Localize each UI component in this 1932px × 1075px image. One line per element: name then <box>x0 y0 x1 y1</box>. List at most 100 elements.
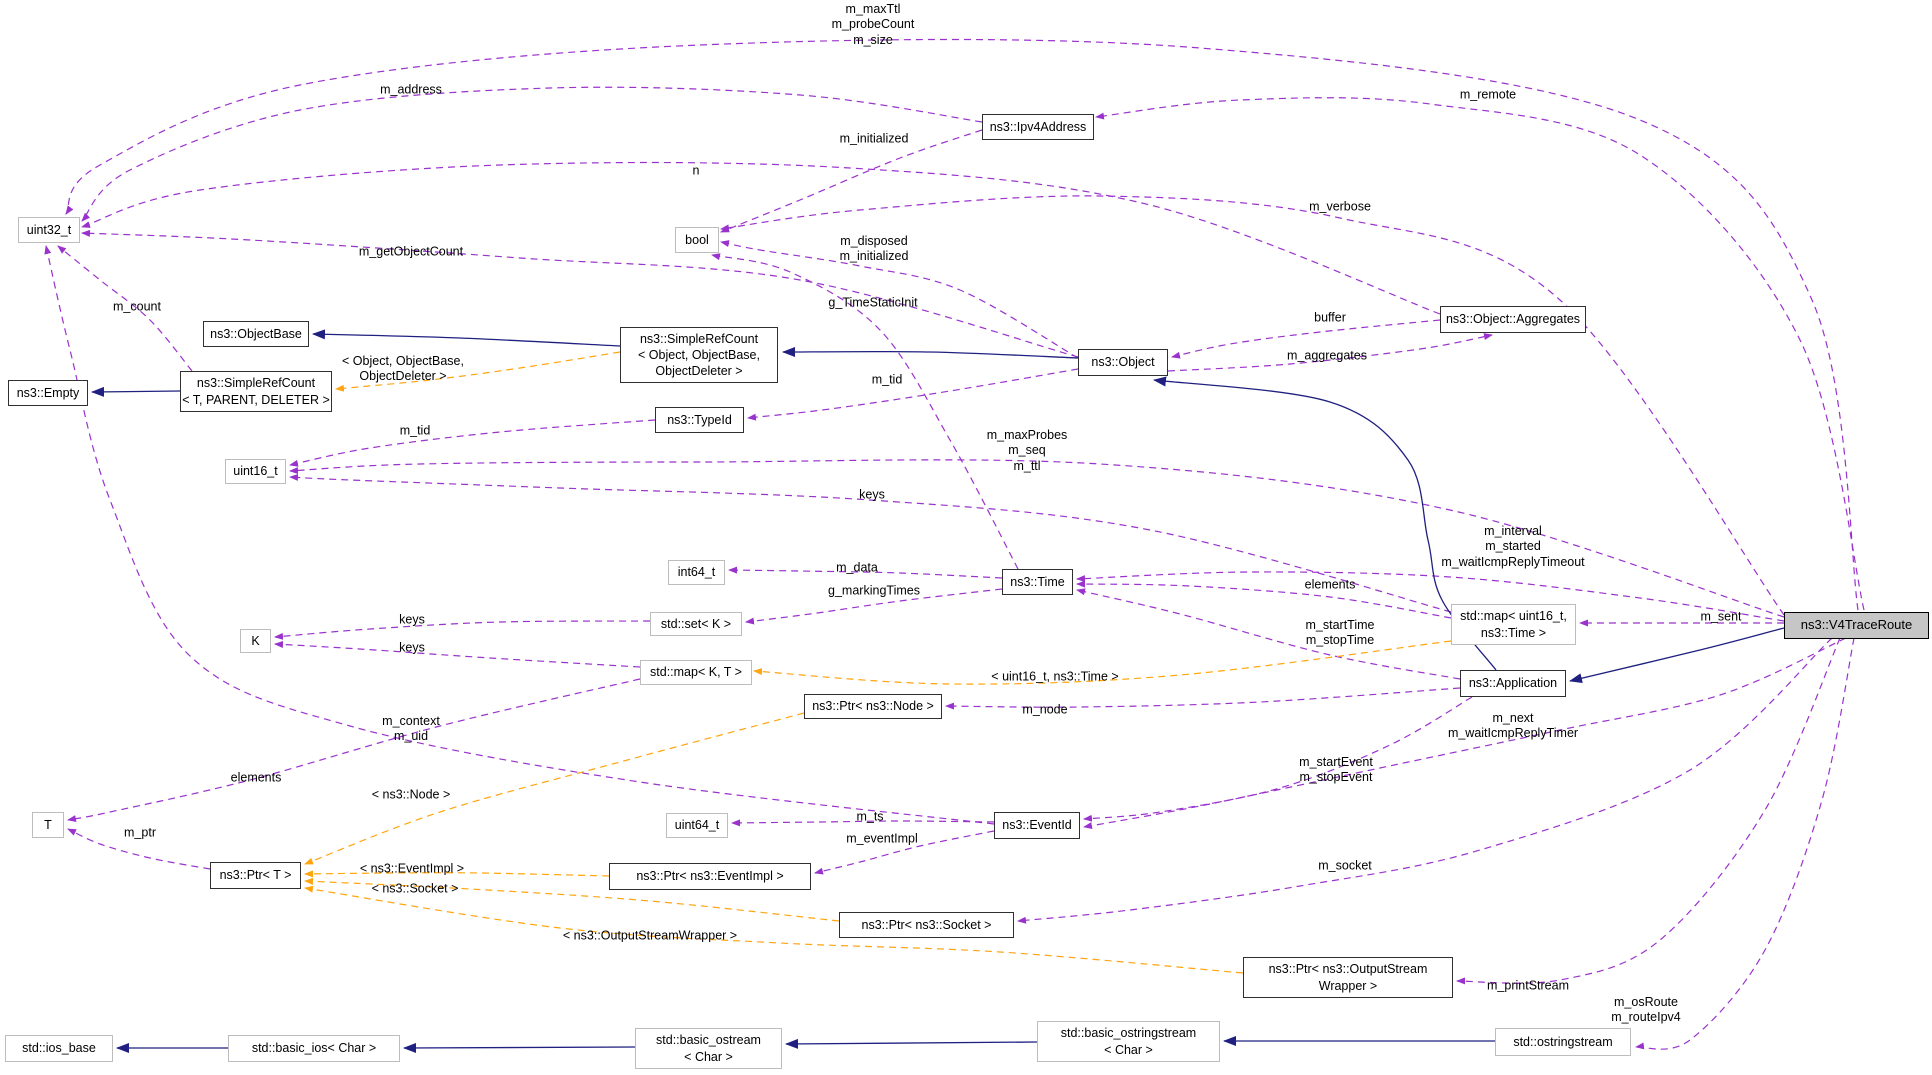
class-node-int64_t: int64_t <box>668 560 725 585</box>
class-node-object[interactable]: ns3::Object <box>1078 349 1168 376</box>
edge-label-m_socket: m_socket <box>1318 858 1372 873</box>
class-node-sro[interactable]: ns3::SimpleRefCount < Object, ObjectBase… <box>620 327 778 383</box>
edge-label-m_printStream: m_printStream <box>1487 978 1569 993</box>
edge-label-template-node-arg: < ns3::Node > <box>371 787 451 802</box>
class-node-ptrosw[interactable]: ns3::Ptr< ns3::OutputStream Wrapper > <box>1243 957 1453 998</box>
class-node-ptrt[interactable]: ns3::Ptr< T > <box>210 862 301 889</box>
edge-label-m_context-group: m_context m_uid <box>382 713 440 743</box>
edge-label-m_maxTtl-group: m_maxTtl m_probeCount m_size <box>831 2 915 47</box>
edge-label-elements-t: elements <box>230 770 282 785</box>
edge-usage-application-to-eventid <box>1083 696 1473 822</box>
edge-usage-v4traceroute-to-ptrsocket <box>1017 637 1833 924</box>
edge-label-m_initialized: m_initialized <box>839 131 909 146</box>
edge-template-ptrosw-to-ptrt <box>304 885 1244 974</box>
edge-label-m_interval-group: m_interval m_started m_waitIcmpReplyTime… <box>1441 524 1585 569</box>
class-node-uint16_t: uint16_t <box>225 459 286 484</box>
edge-label-m_disposed-group: m_disposed m_initialized <box>839 233 909 263</box>
class-node-setk: std::set< K > <box>650 612 742 636</box>
edge-label-m_tid-object: m_tid <box>871 372 903 387</box>
edge-usage-setk-to-k <box>274 620 651 640</box>
edge-inherit-object-to-sro <box>782 346 1079 359</box>
class-node-application[interactable]: ns3::Application <box>1460 670 1566 697</box>
edge-label-keys-map16: keys <box>859 487 885 502</box>
edge-label-template-osw-arg: < ns3::OutputStreamWrapper > <box>562 928 738 943</box>
edge-template-ptrnode-to-ptrt <box>304 712 805 865</box>
class-node-ptrsocket[interactable]: ns3::Ptr< ns3::Socket > <box>839 912 1014 938</box>
class-node-ptreventimpl[interactable]: ns3::Ptr< ns3::EventImpl > <box>609 863 811 890</box>
edge-template-sro-to-srt <box>335 351 621 392</box>
class-node-srt[interactable]: ns3::SimpleRefCount < T, PARENT, DELETER… <box>180 371 332 412</box>
edge-usage-v4traceroute-to-uint32_t <box>65 38 1859 611</box>
edge-usage-time-to-bool <box>711 253 1019 570</box>
edge-label-keys-map: keys <box>399 640 425 655</box>
edge-label-template-map-args: < uint16_t, ns3::Time > <box>991 669 1119 684</box>
edge-usage-eventid-to-ptreventimpl <box>814 830 995 875</box>
edge-template-map16-to-mapkt <box>753 640 1452 685</box>
edge-label-m_node: m_node <box>1022 702 1068 717</box>
class-node-aggregates[interactable]: ns3::Object::Aggregates <box>1440 306 1586 333</box>
edge-usage-ipv4address-to-uint32_t <box>81 86 983 222</box>
edge-usage-application-to-time <box>1076 588 1461 680</box>
class-node-k: K <box>240 629 271 653</box>
edge-label-buffer: buffer <box>1314 310 1346 325</box>
class-node-eventid[interactable]: ns3::EventId <box>994 812 1080 839</box>
edge-label-m_startEvent-group: m_startEvent m_stopEvent <box>1299 754 1373 784</box>
edge-usage-mapkt-to-t <box>67 678 641 822</box>
edge-usage-v4traceroute-to-time <box>1076 571 1785 622</box>
class-node-objectbase[interactable]: ns3::ObjectBase <box>203 321 309 347</box>
edge-usage-application-to-ptrnode <box>945 687 1461 710</box>
edge-usage-ipv4address-to-bool <box>720 129 983 233</box>
edge-usage-ptrt-to-t <box>67 828 211 870</box>
class-node-basicostringstream: std::basic_ostringstream < Char > <box>1037 1021 1220 1062</box>
edge-usage-v4traceroute-to-uint16_t <box>289 459 1785 618</box>
edge-usage-object-to-uint32_t <box>81 229 1079 358</box>
edge-usage-object-to-aggregates <box>1167 333 1493 372</box>
edge-usage-time-to-setk <box>745 588 1003 625</box>
edge-usage-object-to-bool <box>720 240 1079 359</box>
edge-label-m_address: m_address <box>380 82 442 97</box>
edge-inherit-basicostringstream-to-basicostream <box>785 1038 1038 1049</box>
class-node-typeid[interactable]: ns3::TypeId <box>655 407 744 433</box>
class-node-time[interactable]: ns3::Time <box>1002 569 1073 595</box>
edge-label-g_TimeStaticInit: g_TimeStaticInit <box>828 295 918 310</box>
edge-label-m_remote: m_remote <box>1459 87 1517 102</box>
edge-usage-eventid-to-uint32_t <box>44 245 995 825</box>
class-node-ptrnode[interactable]: ns3::Ptr< ns3::Node > <box>804 694 942 719</box>
edge-label-template-object-args: < Object, ObjectBase, ObjectDeleter > <box>342 353 464 383</box>
class-node-ostringstream: std::ostringstream <box>1495 1028 1631 1056</box>
edge-label-elements-time: elements <box>1304 577 1356 592</box>
edge-label-keys-set: keys <box>399 612 425 627</box>
edge-usage-srt-to-uint32_t <box>57 245 193 372</box>
class-node-map16: std::map< uint16_t, ns3::Time > <box>1451 604 1576 645</box>
edge-usage-v4traceroute-to-bool <box>720 195 1785 616</box>
edge-usage-v4traceroute-to-ptrosw <box>1456 637 1841 985</box>
class-node-empty[interactable]: ns3::Empty <box>8 380 88 406</box>
edge-label-n: n <box>692 163 700 178</box>
edge-usage-aggregates-to-uint32_t <box>81 161 1441 315</box>
edge-usage-map16-to-time <box>1076 580 1452 619</box>
edge-usage-object-to-typeid <box>747 368 1079 421</box>
edge-usage-v4traceroute-to-ipv4address <box>1095 97 1865 611</box>
edge-label-m_data: m_data <box>836 560 878 575</box>
class-node-v4traceroute[interactable]: ns3::V4TraceRoute <box>1784 612 1929 639</box>
class-node-t: T <box>32 812 64 838</box>
edge-label-m_count: m_count <box>113 299 161 314</box>
class-node-ipv4address[interactable]: ns3::Ipv4Address <box>982 114 1094 140</box>
edge-label-m_sent: m_sent <box>1700 609 1742 624</box>
class-node-uint32_t: uint32_t <box>18 217 80 243</box>
edge-template-ptrsocket-to-ptrt <box>304 877 840 922</box>
edge-usage-v4traceroute-to-ostringstream <box>1635 637 1855 1050</box>
edge-label-m_verbose: m_verbose <box>1309 199 1371 214</box>
edge-label-m_ptr: m_ptr <box>124 825 156 840</box>
class-node-basicios: std::basic_ios< Char > <box>228 1035 400 1062</box>
edge-inherit-application-to-object <box>1153 376 1497 671</box>
class-node-iosbase: std::ios_base <box>5 1035 113 1062</box>
class-node-basicostream: std::basic_ostream < Char > <box>635 1028 782 1069</box>
edge-inherit-sro-to-objectbase <box>312 329 621 347</box>
edge-usage-mapkt-to-k <box>274 640 641 668</box>
class-node-bool: bool <box>675 227 719 253</box>
edge-usage-eventid-to-uint64_t <box>731 819 995 827</box>
edge-usage-typeid-to-uint16_t <box>289 419 656 467</box>
edge-label-g_markingTimes: g_markingTimes <box>828 583 920 598</box>
